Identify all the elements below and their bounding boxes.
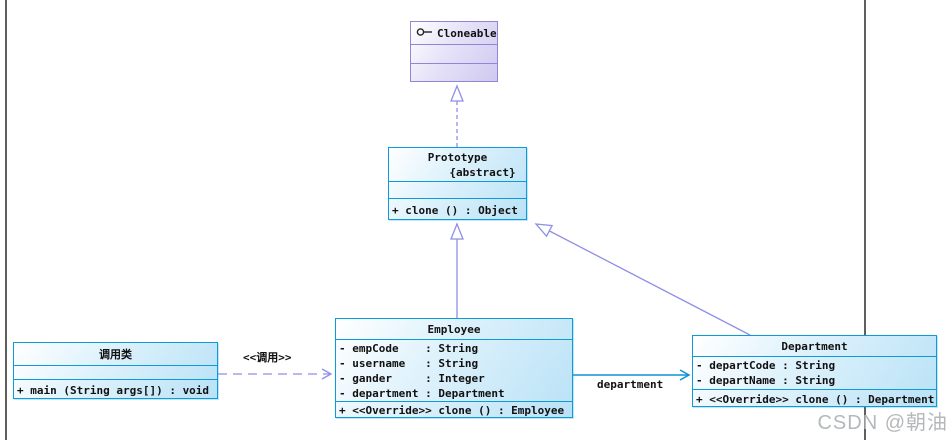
department-attributes: - departCode : String - departName : Str…: [693, 356, 936, 389]
cloneable-methods-empty: [411, 63, 497, 83]
class-box-department: Department - departCode : String - depar…: [692, 335, 937, 407]
class-box-prototype: Prototype {abstract} + clone () : Object: [388, 147, 527, 220]
class-box-caller: 调用类 + main (String args[]) : void: [13, 342, 218, 399]
abstract-stereotype: {abstract}: [449, 165, 516, 179]
department-methods: + <<Override>> clone () : Department: [693, 389, 936, 408]
prototype-title-bar: Prototype {abstract}: [389, 148, 526, 181]
method: + <<Override>> clone () : Employee: [339, 404, 565, 417]
class-name: Cloneable: [437, 26, 497, 40]
method: + clone () : Object: [392, 203, 518, 217]
prototype-methods: + clone () : Object: [389, 198, 526, 221]
employee-title-bar: Employee: [336, 319, 572, 339]
prototype-attributes-empty: [389, 181, 526, 198]
attribute: - empCode : String: [339, 342, 479, 355]
caller-title-bar: 调用类: [14, 343, 217, 365]
page-border-right: [864, 0, 866, 440]
attribute: - departName : String: [696, 374, 836, 387]
employee-methods: + <<Override>> clone () : Employee: [336, 401, 572, 419]
attribute: - username : String: [339, 357, 479, 370]
class-box-cloneable: Cloneable: [410, 21, 498, 82]
association-label-department: department: [597, 378, 664, 391]
department-title-bar: Department: [693, 336, 936, 356]
class-name: Department: [781, 339, 848, 353]
method: + main (String args[]) : void: [17, 383, 210, 397]
caller-attributes-empty: [14, 365, 217, 379]
csdn-watermark: CSDN @朝油: [817, 412, 948, 434]
class-name: 调用类: [99, 348, 132, 361]
cloneable-title-bar: Cloneable: [411, 22, 497, 44]
page-border-left: [5, 0, 7, 440]
attribute: - gander : Integer: [339, 372, 485, 385]
class-box-employee: Employee - empCode : String - username :…: [335, 318, 573, 418]
class-name: Prototype: [427, 150, 488, 164]
method: + <<Override>> clone () : Department: [696, 392, 935, 406]
generalization-department-to-prototype: [534, 223, 751, 336]
cloneable-attributes-empty: [411, 44, 497, 63]
attribute: - departCode : String: [696, 359, 836, 372]
dependency-label-call: <<调用>>: [243, 351, 292, 364]
attribute: - department : Department: [339, 387, 505, 400]
caller-methods: + main (String args[]) : void: [14, 379, 217, 400]
class-name: Employee: [427, 322, 481, 336]
employee-attributes: - empCode : String - username : String -…: [336, 339, 572, 401]
lollipop-interface-icon: [416, 27, 433, 40]
